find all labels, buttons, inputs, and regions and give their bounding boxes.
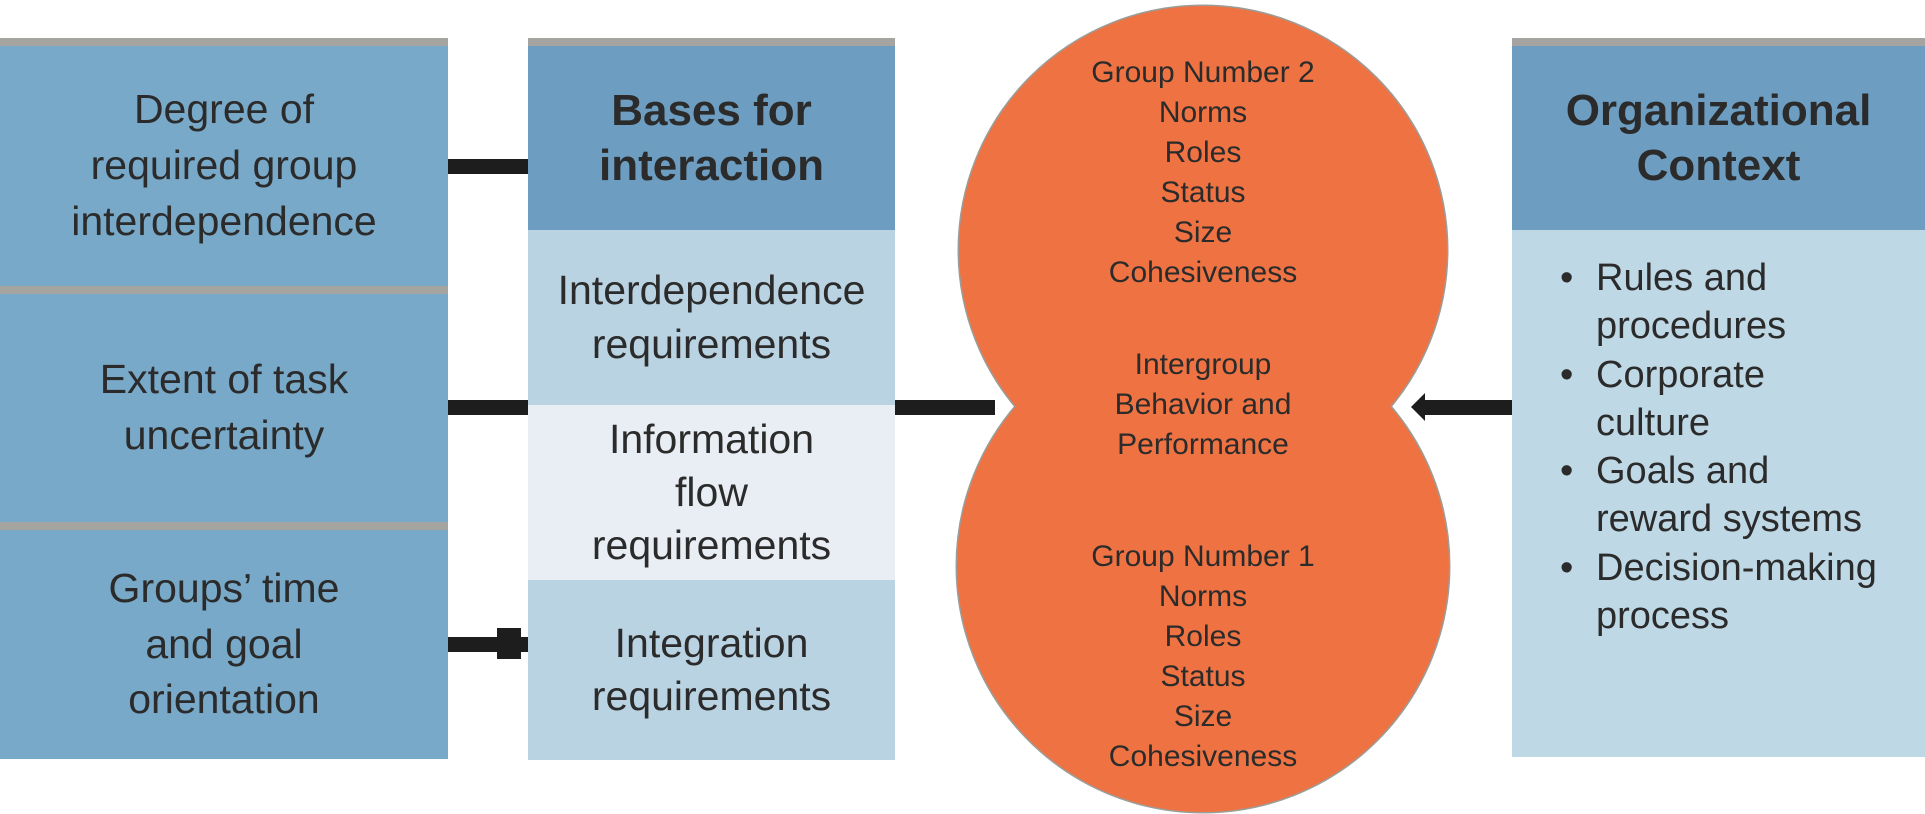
bullet-text: Goals and reward systems	[1596, 450, 1863, 541]
context-column: Organizational Context • Rules and proce…	[1512, 38, 1925, 757]
bullet-item: • Goals and reward systems	[1556, 447, 1907, 544]
group-item: Roles	[1164, 620, 1242, 653]
bullet-item: • Rules and procedures	[1556, 254, 1907, 351]
arrowhead	[1411, 393, 1425, 421]
row-interdependence-requirements: Interdependence requirements	[528, 230, 895, 405]
bullet-text: Corporate culture	[1596, 353, 1765, 444]
antecedents-column: Degree of required group interdependence…	[0, 38, 448, 759]
top-group-circle-label: Group Number 2 Norms Roles Status Size C…	[1003, 53, 1403, 293]
bullet-marker: •	[1560, 257, 1574, 299]
group-item: Status	[1160, 176, 1246, 209]
box-time-goal-orientation: Groups’ time and goal orientation	[0, 530, 448, 759]
box-label: Degree of required group interdependence	[71, 86, 377, 244]
bullet-item: • Decision-making process	[1556, 544, 1907, 641]
divider	[0, 286, 448, 294]
connector-context-groups	[1411, 393, 1515, 421]
row-information-flow-requirements: Information flow requirements	[528, 405, 895, 580]
connector-bases-groups	[893, 400, 995, 415]
bullet-item: • Corporate culture	[1556, 351, 1907, 448]
bullet-text: Decision-making process	[1596, 546, 1877, 637]
connector-box2-bases	[440, 400, 532, 415]
box-task-uncertainty: Extent of task uncertainty	[0, 294, 448, 522]
group-item: Roles	[1164, 136, 1242, 169]
row-integration-requirements: Integration requirements	[528, 580, 895, 760]
intersection-label: Intergroup Behavior and Performance	[1114, 348, 1292, 461]
group-item: Size	[1173, 700, 1233, 733]
bases-column: Bases for interaction Interdependence re…	[528, 38, 895, 760]
context-header: Organizational Context	[1512, 46, 1925, 230]
connector-box3-bases	[440, 628, 532, 659]
group-item: Status	[1160, 660, 1246, 693]
row-label: Integration requirements	[591, 619, 832, 719]
bullet-marker: •	[1560, 546, 1574, 589]
bases-header-label: Bases for interaction	[599, 86, 824, 190]
arrowhead	[497, 628, 521, 659]
bullet-text: Rules and procedures	[1596, 257, 1787, 348]
group-item: Norms	[1158, 580, 1248, 613]
context-header-label: Organizational Context	[1565, 86, 1872, 190]
row-label: Information flow requirements	[591, 415, 832, 569]
group-item: Cohesiveness	[1108, 740, 1298, 773]
box-degree-of-interdependence: Degree of required group interdependence	[0, 46, 448, 286]
connector-box1-bases	[440, 159, 532, 174]
context-body: • Rules and procedures • Corporate cultu…	[1512, 230, 1925, 757]
context-bullets: • Rules and procedures • Corporate cultu…	[1556, 254, 1907, 640]
group-item: Size	[1173, 216, 1233, 249]
group-title: Group Number 2	[1091, 56, 1315, 89]
bases-header: Bases for interaction	[528, 46, 895, 230]
bottom-group-circle-label: Group Number 1 Norms Roles Status Size C…	[1003, 537, 1403, 777]
group-item: Norms	[1158, 96, 1248, 129]
group-title: Group Number 1	[1091, 540, 1315, 573]
row-label: Interdependence requirements	[557, 267, 866, 367]
box-label: Groups’ time and goal orientation	[108, 564, 340, 723]
box-label: Extent of task uncertainty	[99, 356, 349, 458]
bullet-marker: •	[1560, 353, 1574, 396]
bullet-marker: •	[1560, 450, 1574, 492]
divider	[0, 522, 448, 530]
group-item: Cohesiveness	[1108, 256, 1298, 289]
